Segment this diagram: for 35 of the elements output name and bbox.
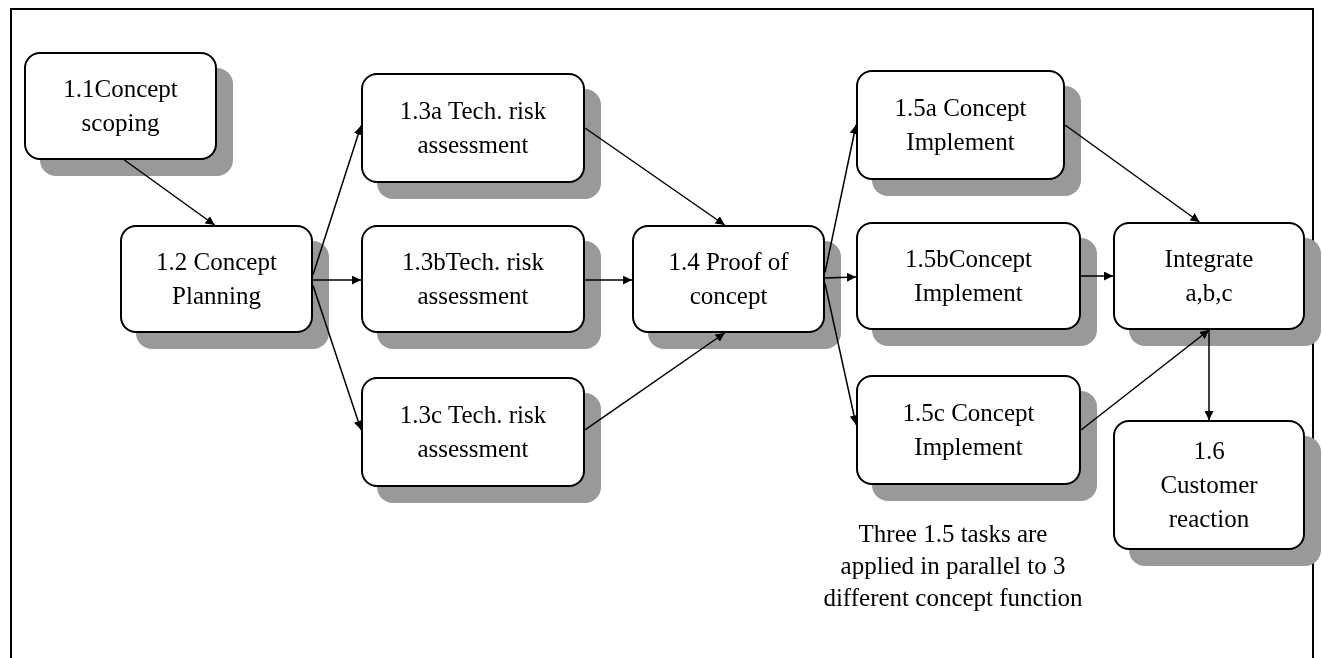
process-box [632,225,825,333]
process-box [361,377,585,487]
process-box [24,52,217,160]
process-box [361,225,585,333]
arrow [312,275,362,285]
box-label: 1.5bConcept Implement [903,244,1034,308]
arrow [824,272,857,282]
arrow [1080,271,1114,281]
box-label: 1.3bTech. risk assessment [401,247,545,311]
box-label: 1.2 Concept Planning [155,247,278,311]
note-text: Three 1.5 tasks are applied in parallel to 3 different concept function [822,519,1084,613]
process-box [1113,420,1305,550]
process-box [856,375,1081,485]
arrow [1204,329,1214,421]
arrow [312,125,363,276]
arrow [584,332,726,431]
box-label: 1.6 Customer reaction [1159,436,1259,534]
arrow [1064,124,1201,223]
process-box [856,222,1081,330]
box-label: 1.3c Tech. risk assessment [398,400,548,464]
arrow [584,127,726,226]
arrow [123,159,216,226]
process-box [120,225,313,333]
process-box [1113,222,1305,330]
box-label: 1.5c Concept Implement [901,398,1036,462]
process-box [361,73,585,183]
box-label: Integrate a,b,c [1163,244,1255,308]
box-label: 1.1Concept scoping [62,74,179,138]
arrow [1080,329,1210,431]
process-box [856,70,1065,180]
box-label: 1.4 Proof of concept [667,247,790,311]
box-label: 1.5a Concept Implement [893,93,1028,157]
arrow [584,275,633,285]
box-label: 1.3a Tech. risk assessment [398,96,548,160]
arrow [312,284,363,431]
